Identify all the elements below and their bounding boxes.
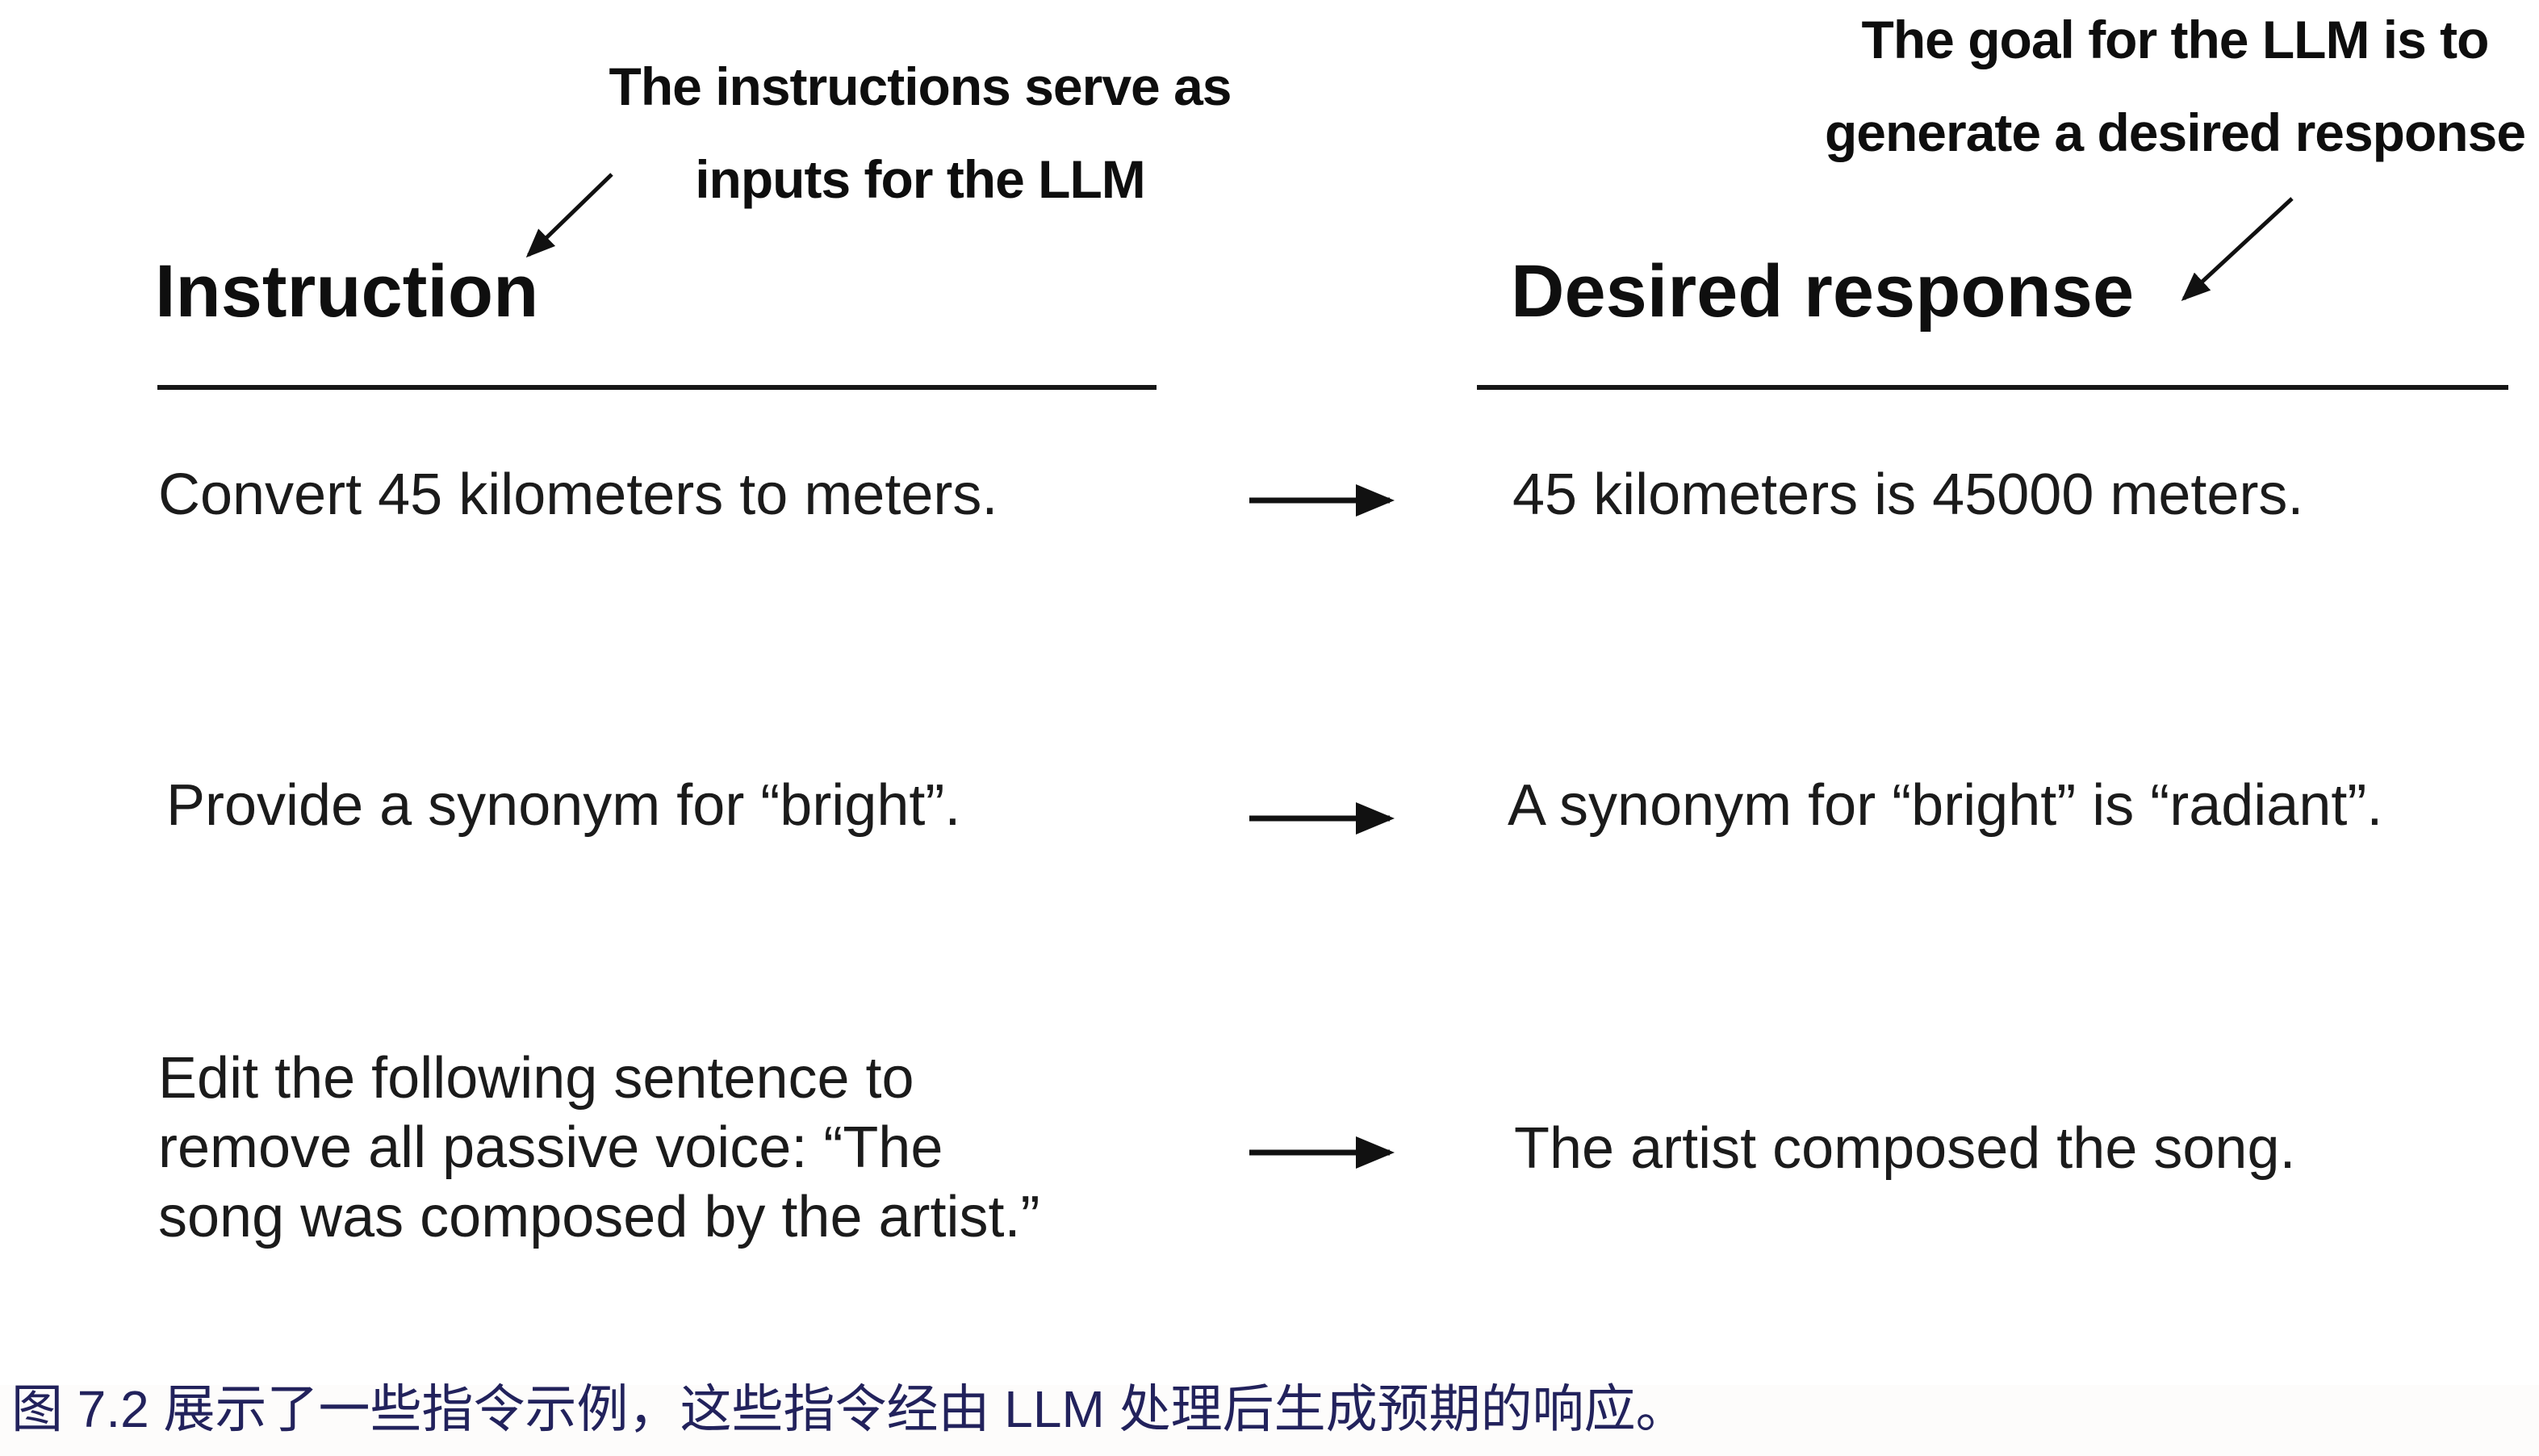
caption-background-strip [0, 1385, 2539, 1456]
response-cell-row3: The artist composed the song. [1514, 1116, 2296, 1181]
instruction-column-header: Instruction [155, 250, 539, 333]
instruction-cell-row3: Edit the following sentence to remove al… [158, 1046, 1040, 1249]
instruction-cell-row2: Provide a synonym for “bright”. [166, 773, 961, 838]
annotation-llm-goal: The goal for the LLM is to generate a de… [1824, 10, 2526, 162]
annotation-arrow-right-icon [2181, 197, 2294, 302]
response-cell-row1: 45 kilometers is 45000 meters. [1512, 462, 2304, 527]
annotation-instructions-input: The instructions serve as inputs for the… [609, 56, 1232, 209]
figure-caption: 图 7.2 展示了一些指令示例，这些指令经由 LLM 处理后生成预期的响应。 [11, 1380, 1688, 1438]
response-column-rule [1477, 385, 2508, 390]
desired-response-column-header: Desired response [1511, 250, 2135, 333]
response-cell-row2: A synonym for “bright” is “radiant”. [1508, 773, 2383, 838]
instruction-cell-row1: Convert 45 kilometers to meters. [158, 462, 998, 527]
instruction-column-rule [157, 385, 1157, 390]
